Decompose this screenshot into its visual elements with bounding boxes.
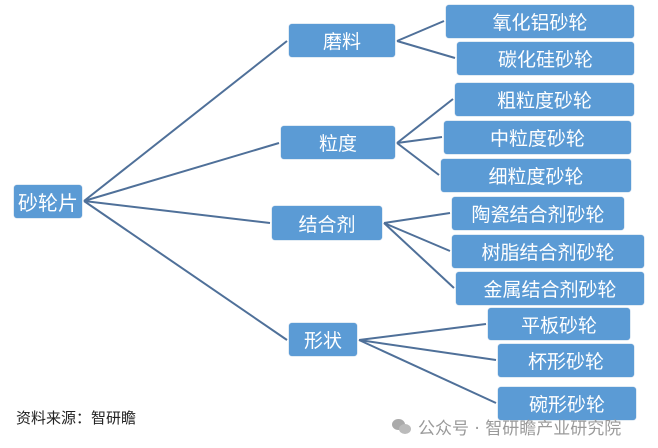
connector-line [383,222,455,289]
connector-line [358,339,497,404]
connector-line [396,142,440,176]
connector-line [83,200,288,341]
wechat-icon [392,418,412,435]
watermark-text: 公众号 · 智研瞻产业研究院 [418,419,622,439]
category-bond: 结合剂 [272,206,382,240]
leaf-node: 细粒度砂轮 [441,159,631,192]
connector-line [358,339,497,361]
leaf-node: 粗粒度砂轮 [455,83,634,116]
connector-line [83,40,288,202]
category-grit: 粒度 [281,126,395,159]
leaf-node: 杯形砂轮 [498,344,634,377]
category-abrasive: 磨料 [289,24,395,57]
category-shape: 形状 [289,323,357,356]
connector-line [383,222,451,252]
source-note: 资料来源：智研瞻 [16,409,137,427]
leaf-node: 碳化硅砂轮 [457,42,634,75]
connector-line [396,98,454,144]
connector-line [396,20,445,42]
leaf-node: 金属结合剂砂轮 [456,272,644,305]
connector-line [83,200,271,224]
connector-line [83,142,280,202]
connector-line [383,212,451,224]
leaf-node: 碗形砂轮 [498,387,636,420]
leaf-node: 平板砂轮 [488,308,630,340]
leaf-node: 树脂结合剂砂轮 [452,235,644,268]
root-node: 砂轮片 [14,185,82,218]
leaf-node: 中粒度砂轮 [444,121,631,154]
connector-line [358,323,487,341]
leaf-node: 陶瓷结合剂砂轮 [452,197,624,230]
watermark: 公众号 · 智研瞻产业研究院 [392,414,621,439]
connector-line [396,136,443,144]
connector-line [396,40,456,59]
leaf-node: 氧化铝砂轮 [446,5,634,38]
